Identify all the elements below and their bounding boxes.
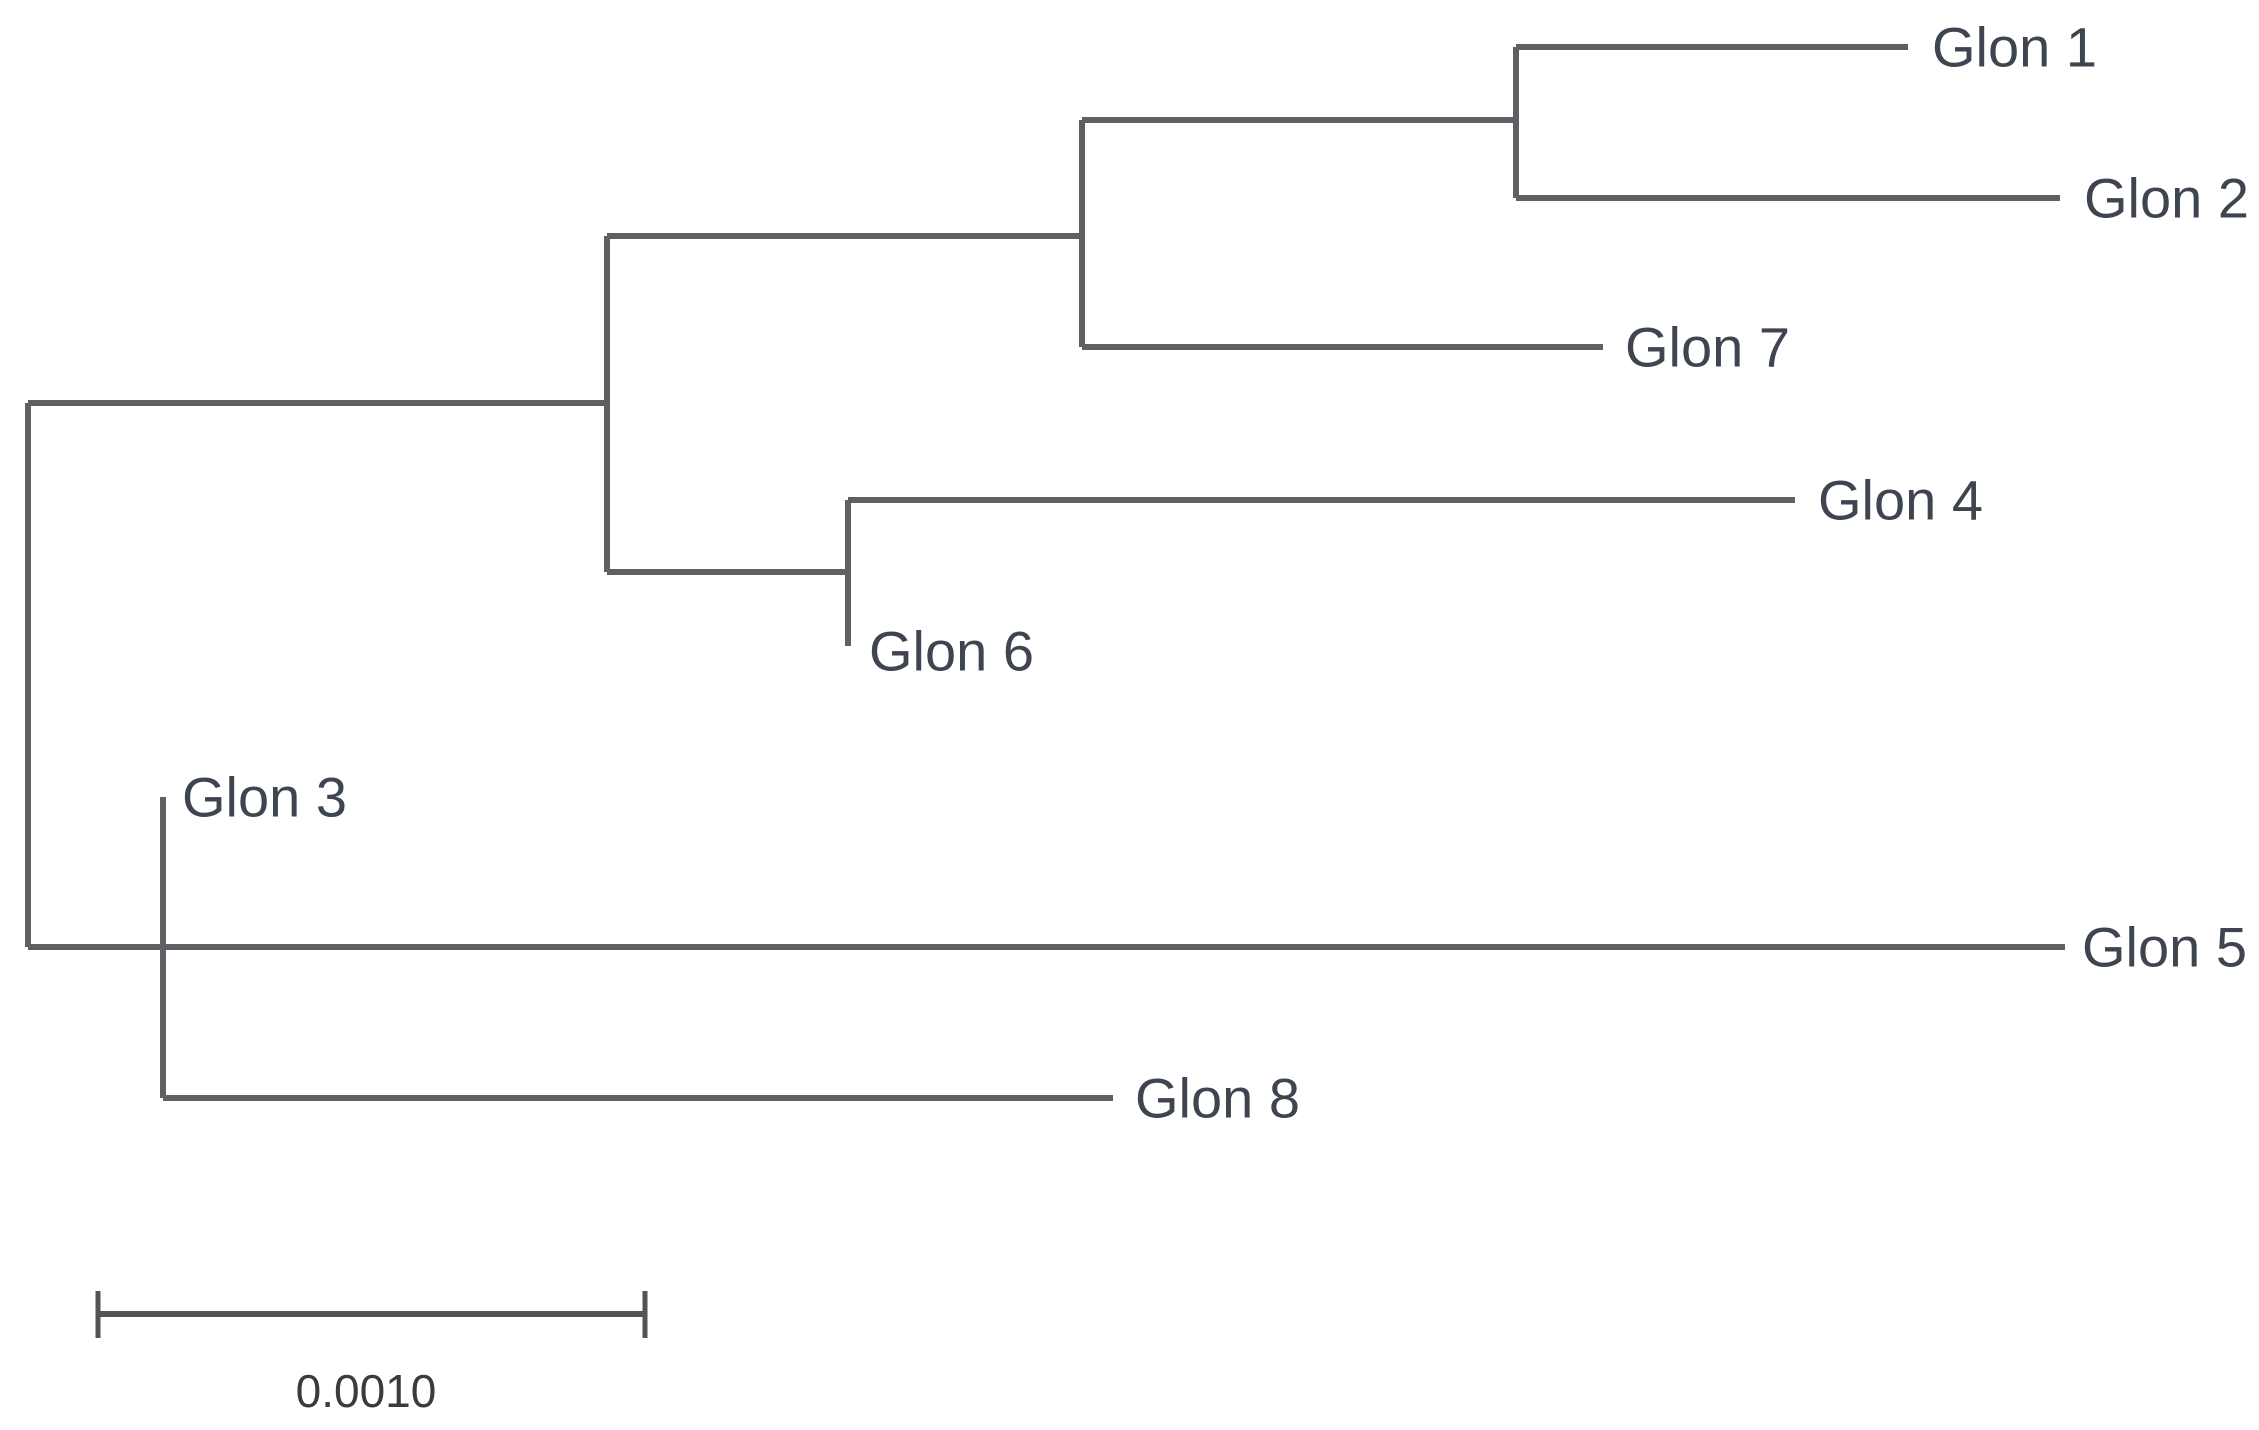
- taxon-label-glon-7: Glon 7: [1625, 316, 1790, 379]
- taxon-label-glon-5: Glon 5: [2082, 916, 2247, 979]
- taxon-label-glon-4: Glon 4: [1818, 469, 1983, 532]
- taxon-label-glon-2: Glon 2: [2084, 167, 2249, 230]
- taxon-label-glon-6: Glon 6: [869, 620, 1034, 683]
- scale-bar-value: 0.0010: [296, 1365, 437, 1417]
- taxon-label-glon-3: Glon 3: [182, 766, 347, 829]
- taxon-label-glon-1: Glon 1: [1932, 16, 2097, 79]
- taxon-label-glon-8: Glon 8: [1135, 1067, 1300, 1130]
